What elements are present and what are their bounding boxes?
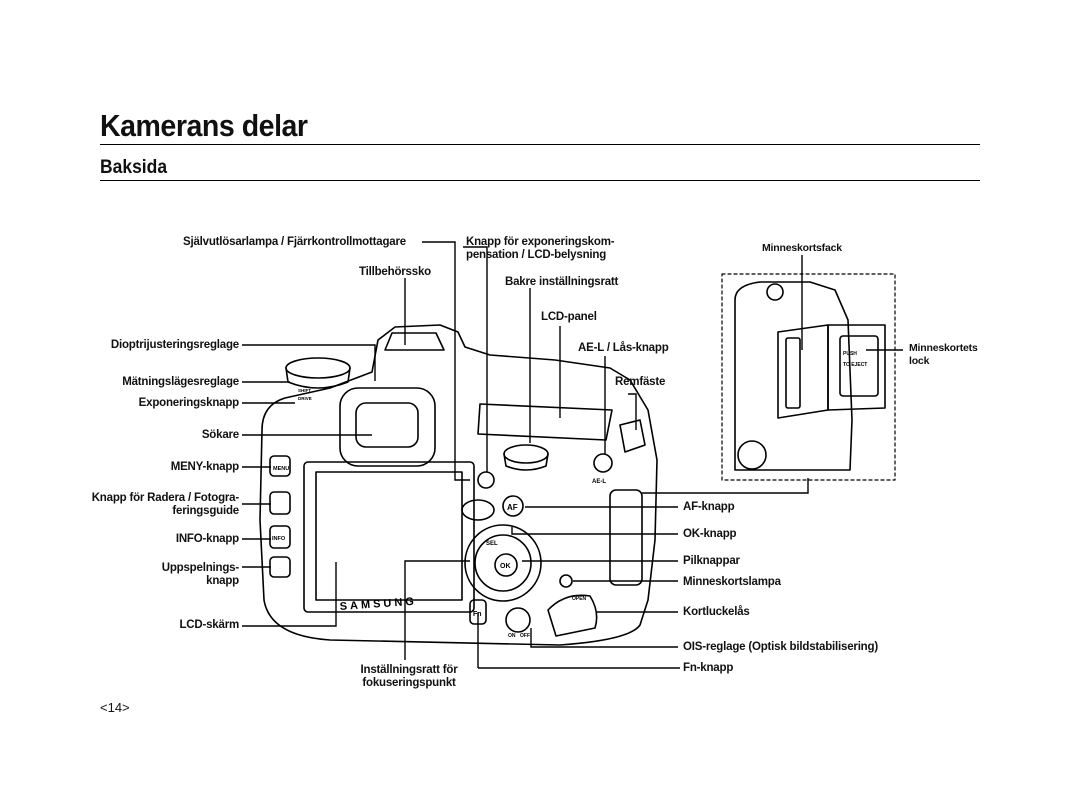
ok-button-icon — [494, 553, 518, 577]
eyecup-icon — [339, 387, 436, 467]
card-cover-icon — [827, 324, 886, 411]
page-number: <14> — [100, 700, 130, 715]
card-slot-inset — [721, 273, 896, 481]
label-ael: AE-L / Lås-knapp — [578, 342, 669, 354]
svg-text:OK: OK — [500, 563, 511, 570]
label-delete-button: Knapp för Radera / Fotogra-feringsguide — [91, 492, 240, 517]
rear-dial — [503, 444, 549, 464]
label-info-button: INFO-knapp — [175, 533, 239, 545]
label-card-slot: Minneskortsfack — [762, 242, 842, 254]
svg-text:MENU: MENU — [273, 466, 289, 472]
label-accessory-shoe: Tillbehörssko — [359, 266, 431, 278]
mode-dial — [285, 357, 351, 379]
label-exposure-button: Exponeringsknapp — [138, 397, 240, 409]
section-rule — [100, 180, 980, 181]
camera-body — [259, 324, 658, 646]
accessory-shoe-icon — [384, 332, 445, 351]
af-button-icon — [502, 495, 524, 517]
label-menu-button: MENY-knapp — [170, 461, 239, 473]
svg-text:SEL: SEL — [486, 541, 498, 547]
label-ok-button: OK-knapp — [683, 528, 737, 540]
navigation-dial — [464, 524, 542, 602]
svg-text:ON: ON — [508, 633, 516, 639]
label-rear-dial: Bakre inställningsratt — [505, 276, 619, 288]
brand-marking: SAMSUNG — [339, 596, 417, 613]
label-af-button: AF-knapp — [683, 501, 735, 513]
label-arrows: Pilknappar — [683, 555, 740, 567]
svg-text:AE-L: AE-L — [592, 479, 606, 485]
label-viewfinder: Sökare — [201, 429, 239, 441]
svg-text:PUSH: PUSH — [843, 351, 857, 357]
ois-switch-icon — [505, 607, 531, 633]
label-strap: Remfäste — [615, 376, 666, 388]
svg-text:INFO: INFO — [272, 536, 286, 542]
ael-button-icon — [593, 453, 613, 473]
svg-text:DRIVE: DRIVE — [298, 396, 312, 401]
label-fn-button: Fn-knapp — [683, 662, 734, 674]
cover-lock-icon — [547, 594, 598, 637]
svg-text:AF: AF — [507, 503, 518, 512]
svg-text:TO EJECT: TO EJECT — [843, 362, 867, 368]
title-rule — [100, 144, 980, 145]
card-door-icon — [609, 489, 643, 586]
page-title: Kamerans delar — [100, 108, 308, 143]
label-card-lamp: Minneskortslampa — [683, 576, 781, 588]
label-exposure-compensation: Knapp för exponeringskom-pensation / LCD… — [466, 236, 615, 261]
svg-text:OFF: OFF — [520, 633, 530, 639]
label-self-timer: Självutlösarlampa / Fjärrkontrollmottaga… — [183, 236, 406, 248]
label-metering: Mätningslägesreglage — [122, 376, 239, 388]
label-playback-button: Uppspelnings-knapp — [161, 562, 239, 587]
label-cover-lock: Kortluckelås — [683, 606, 750, 618]
label-lcd-panel: LCD-panel — [541, 311, 597, 323]
label-lcd-screen: LCD-skärm — [179, 619, 239, 631]
lcd-panel-icon — [477, 403, 613, 441]
lcd-screen-icon — [303, 461, 475, 613]
label-diopter: Dioptrijusteringsreglage — [110, 339, 239, 351]
svg-text:OPEN: OPEN — [572, 596, 587, 602]
svg-text:Fn: Fn — [473, 611, 482, 618]
label-ois: OIS-reglage (Optisk bildstabilisering) — [683, 641, 878, 653]
section-title: Baksida — [100, 157, 168, 178]
svg-text:SHIFT: SHIFT — [298, 388, 311, 393]
